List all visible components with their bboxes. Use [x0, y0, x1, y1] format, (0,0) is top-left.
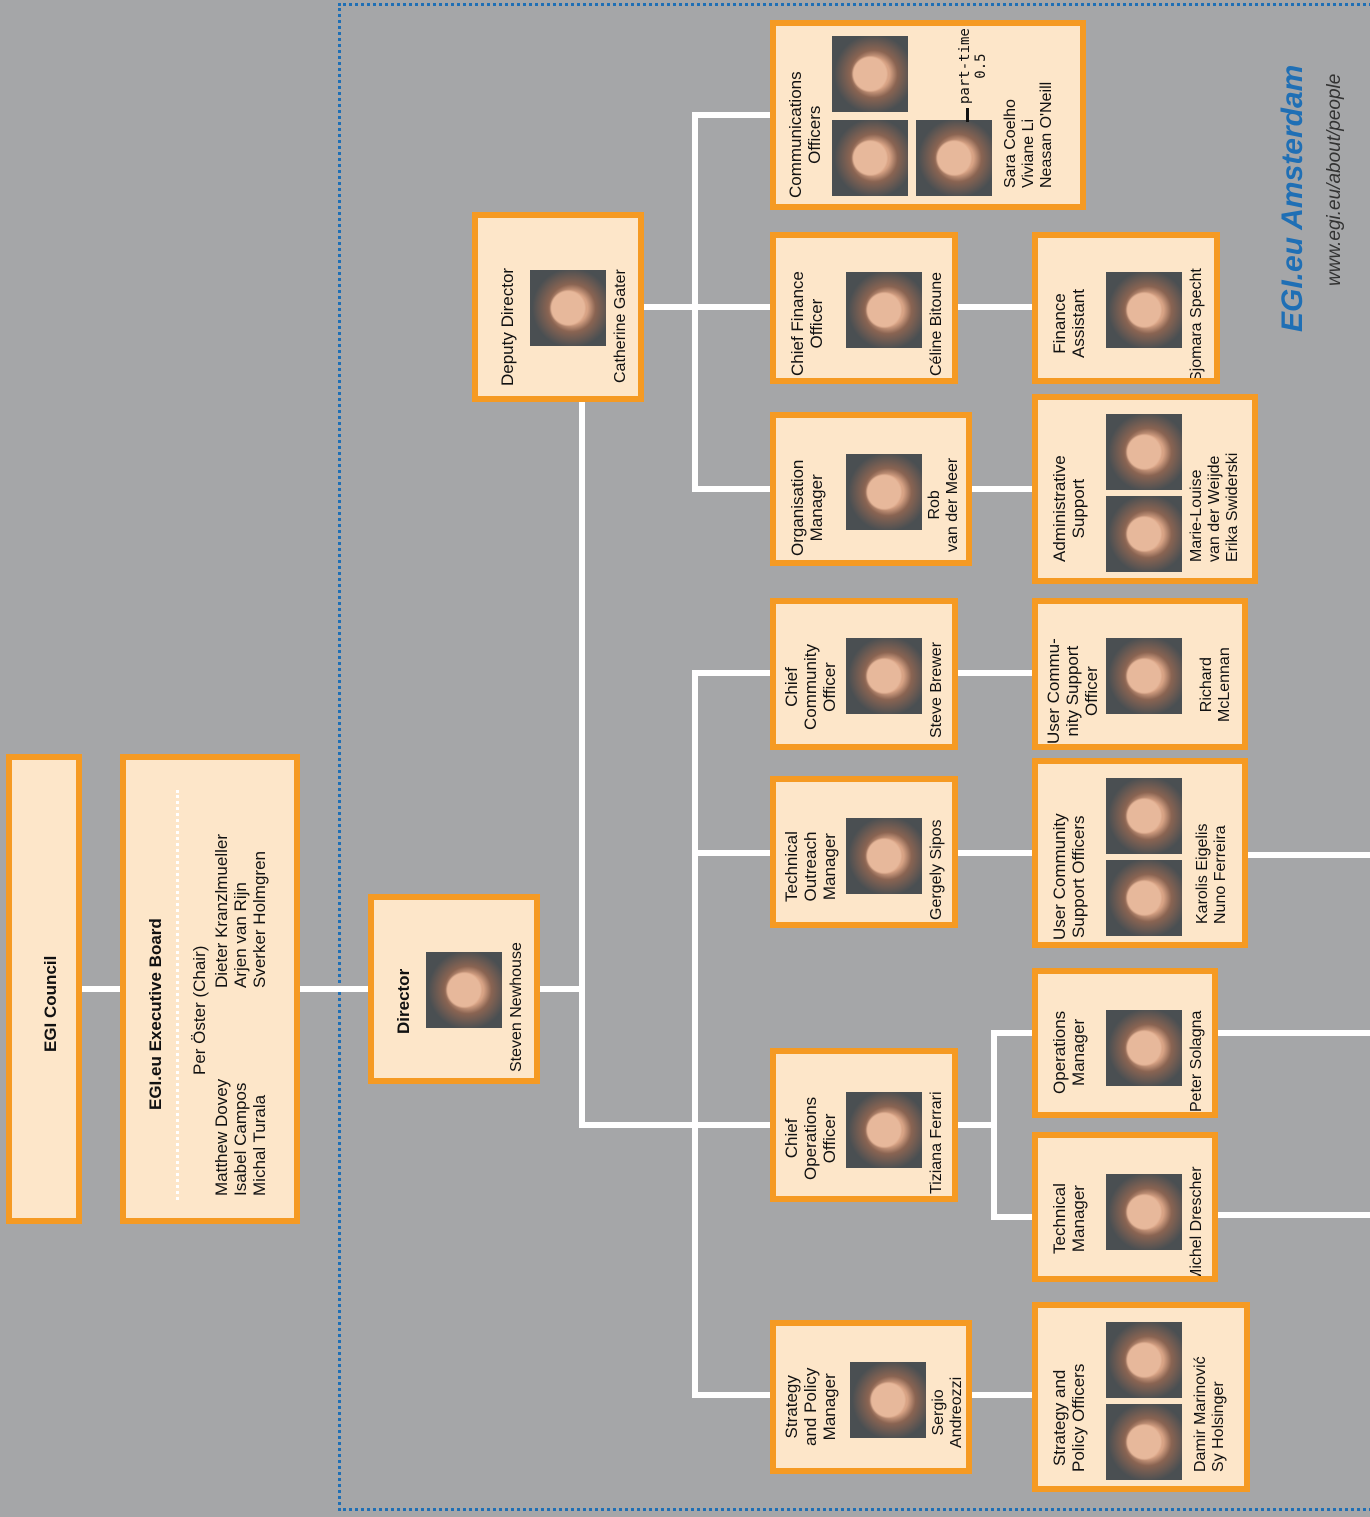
amsterdam-office-boundary: [338, 3, 1370, 1511]
director-photo: [426, 952, 502, 1028]
tech-manager-title: Technical Manager: [1050, 1183, 1089, 1254]
spm-name: Sergio Andreozzi: [930, 1376, 965, 1448]
finance-assistant-box: Finance Assistant Sjomara Specht: [1032, 232, 1220, 384]
board-member: Arjen van Rijn: [231, 882, 251, 988]
board-member: Isabel Campos: [231, 1082, 251, 1196]
board-title: EGI.eu Executive Board: [146, 918, 165, 1110]
admin-support-photo: [1106, 414, 1182, 490]
spo-title: Strategy and Policy Officers: [1050, 1363, 1089, 1472]
chief-community-officer-box: Chief Community Officer Steve Brewer: [770, 598, 958, 750]
finance-assistant-name: Sjomara Specht: [1188, 268, 1205, 382]
director-title: Director: [394, 968, 413, 1034]
cfo-title: Chief Finance Officer: [788, 271, 827, 376]
org-manager-title: Organisation Manager: [788, 459, 827, 556]
admin-support-names: Marie-Louise van der Weijde Erika Swider…: [1188, 453, 1242, 562]
ops-manager-name: Peter Solagna: [1188, 1010, 1205, 1112]
board-member: Sverker Holmgren: [250, 851, 270, 988]
coo-photo: [846, 1092, 922, 1168]
board-member: Michal Turala: [250, 1094, 270, 1196]
admin-support-name: van der Weijde: [1205, 455, 1223, 562]
technical-outreach-manager-box: Technical Outreach Manager Gergely Sipos: [770, 776, 958, 928]
board-member: Matthew Dovey: [212, 1078, 231, 1196]
organisation-manager-box: Organisation Manager Rob van der Meer: [770, 412, 972, 566]
comms-photo: [832, 120, 908, 196]
tom-photo: [846, 818, 922, 894]
cco-photo: [846, 638, 922, 714]
finance-assistant-photo: [1106, 272, 1182, 348]
cco-name: Steve Brewer: [928, 641, 945, 738]
director-box: Director Steven Newhouse: [368, 894, 540, 1084]
comms-names: Sara Coelho Viviane Li Neasan O'Neill: [1002, 82, 1056, 188]
spo-photo: [1106, 1322, 1182, 1398]
admin-support-photo: [1106, 496, 1182, 572]
communications-officers-box: Communications Officers part-time 0.5 Sa…: [770, 20, 1086, 210]
comms-photo: [916, 120, 992, 196]
admin-support-name: Erika Swiderski: [1223, 452, 1241, 562]
strategy-policy-manager-box: Strategy and Policy Manager Sergio Andre…: [770, 1320, 972, 1474]
deputy-director-box: Deputy Director Catherine Gater: [472, 212, 644, 402]
finance-assistant-title: Finance Assistant: [1050, 289, 1089, 358]
ucs-officer-photo: [1106, 638, 1182, 714]
ucs-officers-names: Karolis Eigelis Nuno Ferreira: [1194, 824, 1230, 924]
ucs-officer-name: Richard McLennan: [1198, 647, 1233, 722]
comms-photo: [832, 36, 908, 112]
egi-council-box: EGI Council: [6, 754, 82, 1224]
tom-name: Gergely Sipos: [928, 819, 945, 921]
ops-manager-photo: [1106, 1010, 1182, 1086]
comms-name: Viviane Li: [1019, 118, 1037, 188]
comms-name: Neasan O'Neill: [1037, 81, 1055, 188]
cfo-name: Céline Bitoune: [928, 271, 945, 376]
tech-manager-photo: [1106, 1174, 1182, 1250]
spo-names: Damir Marinović Sy Holsinger: [1192, 1356, 1228, 1472]
ops-manager-title: Operations Manager: [1050, 1010, 1089, 1094]
ucs-officers-photo: [1106, 778, 1182, 854]
user-community-support-officers-box: User Community Support Officers Karolis …: [1032, 758, 1248, 948]
coo-name: Tiziana Ferrari: [928, 1091, 945, 1194]
council-title: EGI Council: [41, 955, 60, 1052]
comms-name: Sara Coelho: [1002, 99, 1019, 188]
brand-url: www.egi.eu/about/people: [1324, 73, 1345, 286]
operations-manager-box: Operations Manager Peter Solagna: [1032, 968, 1218, 1118]
executive-board-box: EGI.eu Executive Board Per Öster (Chair)…: [120, 754, 300, 1224]
user-community-support-officer-box: User Commu- nity Support Officer Richard…: [1032, 598, 1248, 750]
chief-finance-officer-box: Chief Finance Officer Céline Bitoune: [770, 232, 958, 384]
board-member: Dieter Kranzlmueller: [212, 834, 231, 988]
spo-photo: [1106, 1404, 1182, 1480]
coo-title: Chief Operations Officer: [782, 1096, 840, 1180]
board-divider: [176, 790, 179, 1200]
cfo-photo: [846, 272, 922, 348]
ucs-officers-title: User Community Support Officers: [1050, 813, 1089, 940]
ucs-officer-title: User Commu- nity Support Officer: [1044, 638, 1102, 744]
spm-title: Strategy and Policy Manager: [782, 1367, 840, 1446]
ucs-officers-name: Nuno Ferreira: [1211, 825, 1229, 924]
board-members-right: Dieter Kranzlmueller Arjen van Rijn Sver…: [212, 834, 269, 988]
technical-manager-box: Technical Manager Michel Drescher: [1032, 1132, 1218, 1282]
director-name: Steven Newhouse: [508, 942, 525, 1072]
comms-title: Communications Officers: [786, 71, 825, 198]
strategy-policy-officers-box: Strategy and Policy Officers Damir Marin…: [1032, 1302, 1250, 1492]
brand-title: EGI.eu Amsterdam: [1276, 64, 1309, 332]
admin-support-title: Administrative Support: [1050, 455, 1089, 562]
spm-photo: [850, 1362, 926, 1438]
org-manager-name: Rob van der Meer: [926, 457, 961, 552]
deputy-title: Deputy Director: [498, 267, 517, 386]
tom-title: Technical Outreach Manager: [782, 831, 840, 902]
org-manager-photo: [846, 454, 922, 530]
board-chair: Per Öster (Chair): [190, 945, 209, 1075]
tech-manager-name: Michel Drescher: [1188, 1166, 1205, 1282]
board-members-left: Matthew Dovey Isabel Campos Michal Tural…: [212, 1079, 269, 1196]
administrative-support-box: Administrative Support Marie-Louise van …: [1032, 394, 1258, 584]
deputy-photo: [530, 270, 606, 346]
admin-support-name: Marie-Louise: [1188, 469, 1205, 562]
chief-operations-officer-box: Chief Operations Officer Tiziana Ferrari: [770, 1048, 958, 1202]
part-time-note: part-time 0.5: [957, 28, 989, 104]
spo-name: Sy Holsinger: [1209, 1381, 1227, 1472]
ucs-officers-name: Karolis Eigelis: [1194, 823, 1211, 924]
cco-title: Chief Community Officer: [782, 644, 840, 730]
part-time-marker: [966, 108, 969, 122]
deputy-name: Catherine Gater: [612, 269, 629, 383]
ucs-officers-photo: [1106, 860, 1182, 936]
spo-name: Damir Marinović: [1192, 1356, 1209, 1472]
